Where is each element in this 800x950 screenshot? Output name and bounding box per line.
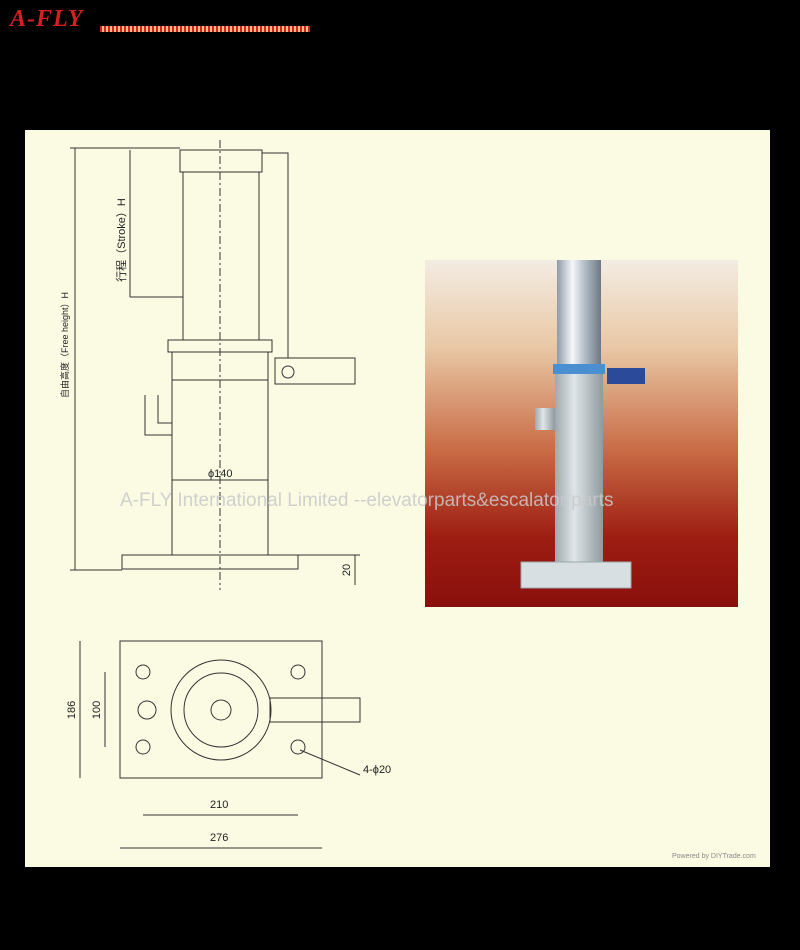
base-plate (121, 554, 299, 570)
base-width-label: 276 (210, 832, 228, 844)
diameter-label: ϕ140 (208, 468, 233, 480)
plan-body-circle (183, 672, 259, 748)
plan-base-plate (119, 640, 323, 779)
watermark: A-FLY International Limited --elevatorpa… (120, 490, 614, 511)
base-thickness-label: 20 (341, 564, 353, 576)
logo-rule (100, 26, 310, 32)
plan-valve-block (269, 697, 361, 723)
cylinder-cap (179, 149, 263, 173)
mount-hole (290, 739, 306, 755)
product-photo (425, 156, 738, 607)
mount-hole (290, 664, 306, 680)
oil-inlet-pipe (144, 395, 172, 436)
valve-knob (281, 365, 295, 379)
hole-spacing-label: 210 (210, 799, 228, 811)
plan-height-label: 186 (66, 701, 78, 719)
plunger (182, 171, 260, 341)
brand-logo: A-FLY (10, 6, 84, 32)
plan-plunger-circle (210, 699, 232, 721)
technical-drawing: 行程（Stroke）H 自由高度（Free height）H ϕ140 20 1… (59, 140, 391, 849)
plan-inner-label: 100 (91, 701, 103, 719)
holes-label: 4-ϕ20 (363, 764, 391, 776)
holes-leader (299, 749, 361, 776)
credit: Powered by DIYTrade.com (672, 853, 756, 860)
mount-hole (135, 739, 151, 755)
photo-cylinder (520, 156, 645, 589)
plan-inlet (137, 700, 157, 720)
rupture-valve-line (262, 152, 289, 358)
mount-hole (135, 664, 151, 680)
stroke-label: 行程（Stroke）H (115, 198, 128, 282)
plan-outer-circle (170, 659, 272, 761)
free-height-label: 自由高度（Free height）H (59, 292, 70, 398)
valve-block (274, 357, 356, 385)
